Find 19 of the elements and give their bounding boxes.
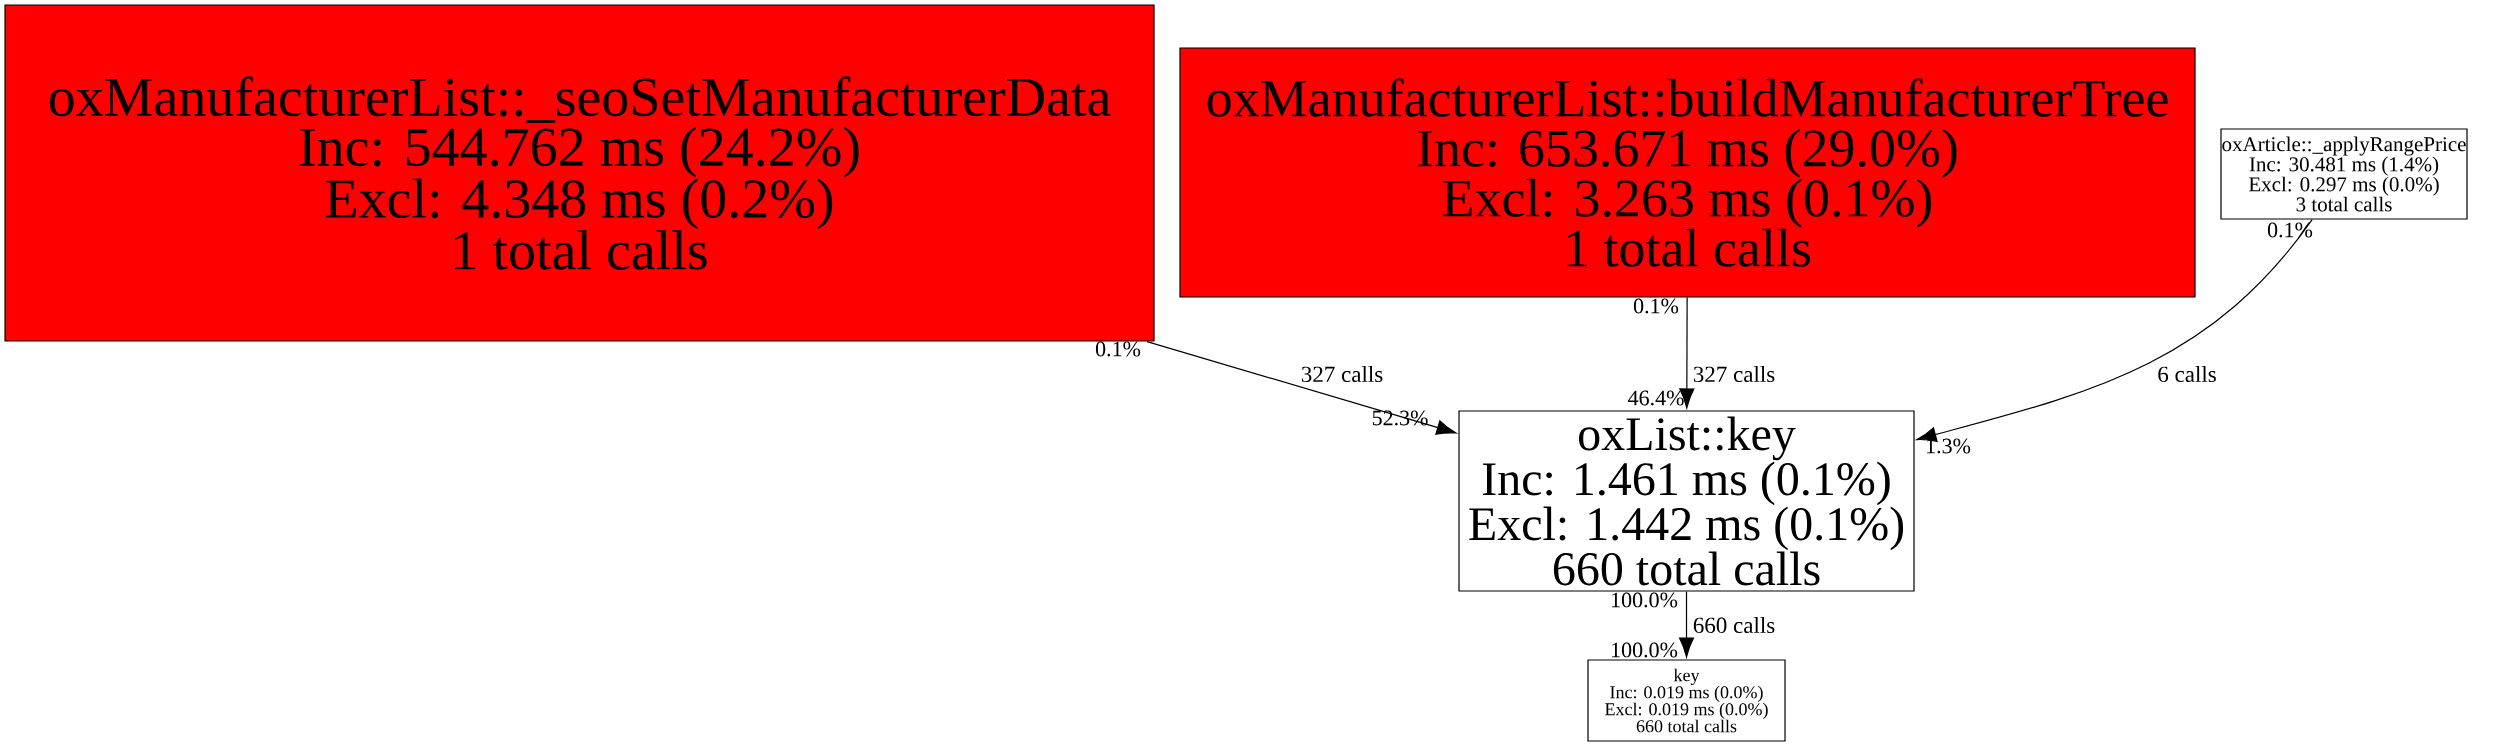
edge-label: 660 calls [1693, 616, 1775, 634]
percentage-label: 46.4% [1628, 390, 1684, 406]
percentage-label: 100.0% [1612, 592, 1678, 608]
arrow [1146, 341, 1457, 435]
edge-label: 327 calls [1301, 365, 1383, 383]
arrow [1916, 219, 2313, 442]
percentage-label: 100.0% [1612, 642, 1678, 658]
percentage-label: 1.3% [1927, 438, 1971, 454]
percentage-label: 0.1% [1095, 341, 1141, 357]
edge-label: 327 calls [1693, 365, 1775, 383]
function-box: oxManufacturerList::buildManufacturerTree Inc: 653.671 ms (29.0%) Excl: 3.263 ms (0.1%) 1 total calls [1179, 47, 2196, 298]
function-box: oxArticle::_applyRangePrice Inc: 30.481 ms (1.4%) Excl: 0.297 ms (0.0%) 3 total calls [2220, 128, 2468, 220]
edge-label: 6 calls [2158, 365, 2216, 383]
arrow [1679, 297, 1695, 409]
arrow [1678, 591, 1695, 658]
function-box: oxManufacturerList::_seoSetManufacturerData Inc: 544.762 ms (24.2%) Excl: 4.348 ms (0.2%) 1 total calls [4, 4, 1155, 342]
percentage-label: 0.1% [1633, 298, 1679, 314]
function-box: key Inc: 0.019 ms (0.0%) Excl: 0.019 ms (0.0%) 660 total calls [1587, 659, 1786, 742]
function-box: oxList::key Inc: 1.461 ms (0.1%) Excl: 1.442 ms (0.1%) 660 total calls [1458, 410, 1915, 592]
